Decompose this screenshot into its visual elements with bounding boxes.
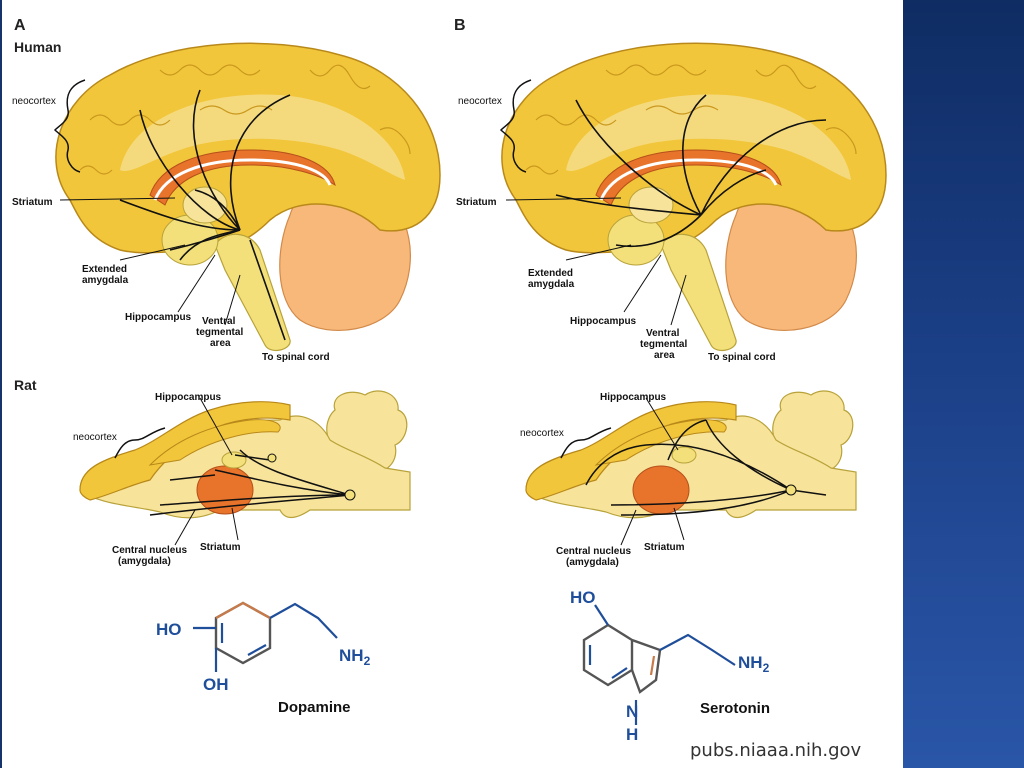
species-label-rat: Rat [14, 377, 37, 393]
serotonin-h-label: H [626, 725, 638, 744]
label-striatum-human-b: Striatum [456, 197, 497, 208]
label-central-nucleus-a-2: (amygdala) [118, 556, 171, 567]
dopamine-nh2-label: NH2 [339, 646, 371, 668]
species-label-human: Human [14, 39, 61, 55]
label-vta-b-2: tegmental [640, 339, 687, 350]
panel-letter-b: B [454, 17, 466, 34]
label-extended-amygdala-a-1: Extended [82, 264, 127, 275]
dopamine-ho-label: HO [156, 620, 182, 639]
slide-side-band [903, 0, 1024, 768]
label-striatum-rat-b: Striatum [644, 542, 685, 553]
source-credit: pubs.niaaa.nih.gov [690, 740, 862, 761]
label-vta-b-3: area [654, 350, 675, 361]
label-spinal-b: To spinal cord [708, 352, 776, 363]
rat-brain-serotonin [525, 390, 857, 546]
label-vta-a-3: area [210, 338, 231, 349]
human-brain-dopamine [53, 42, 441, 352]
label-neocortex-human-a: neocortex [12, 96, 56, 107]
label-central-nucleus-b-2: (amygdala) [566, 557, 619, 568]
human-brain-serotonin [499, 42, 887, 352]
label-hippocampus-a: Hippocampus [125, 312, 192, 323]
label-central-nucleus-b-1: Central nucleus [556, 546, 631, 557]
label-vta-a-2: tegmental [196, 327, 243, 338]
label-neocortex-human-b: neocortex [458, 96, 502, 107]
label-extended-amygdala-b-2: amygdala [528, 279, 575, 290]
dopamine-name: Dopamine [278, 699, 351, 716]
label-hippocampus-b: Hippocampus [570, 316, 637, 327]
label-extended-amygdala-b-1: Extended [528, 268, 573, 279]
label-neocortex-rat-a: neocortex [73, 432, 117, 443]
panel-letter-a: A [14, 17, 26, 34]
label-neocortex-rat-b: neocortex [520, 428, 564, 439]
serotonin-n-label: N [626, 702, 638, 721]
rat-brain-dopamine [79, 390, 411, 546]
serotonin-structure [582, 604, 736, 725]
label-hippocampus-rat-b: Hippocampus [600, 392, 667, 403]
serotonin-ho-label: HO [570, 588, 596, 607]
dopamine-oh-label: OH [203, 675, 229, 694]
dopamine-structure [193, 601, 338, 672]
label-central-nucleus-a-1: Central nucleus [112, 545, 187, 556]
brain-pathways-figure: A Human B Rat [12, 17, 887, 744]
label-vta-a-1: Ventral [202, 316, 236, 327]
serotonin-nh2-label: NH2 [738, 653, 770, 675]
slide-left-border [0, 0, 2, 768]
label-hippocampus-rat-a: Hippocampus [155, 392, 222, 403]
label-spinal-a: To spinal cord [262, 352, 330, 363]
label-vta-b-1: Ventral [646, 328, 680, 339]
serotonin-name: Serotonin [700, 700, 770, 717]
label-striatum-human-a: Striatum [12, 197, 53, 208]
label-striatum-rat-a: Striatum [200, 542, 241, 553]
label-extended-amygdala-a-2: amygdala [82, 275, 129, 286]
